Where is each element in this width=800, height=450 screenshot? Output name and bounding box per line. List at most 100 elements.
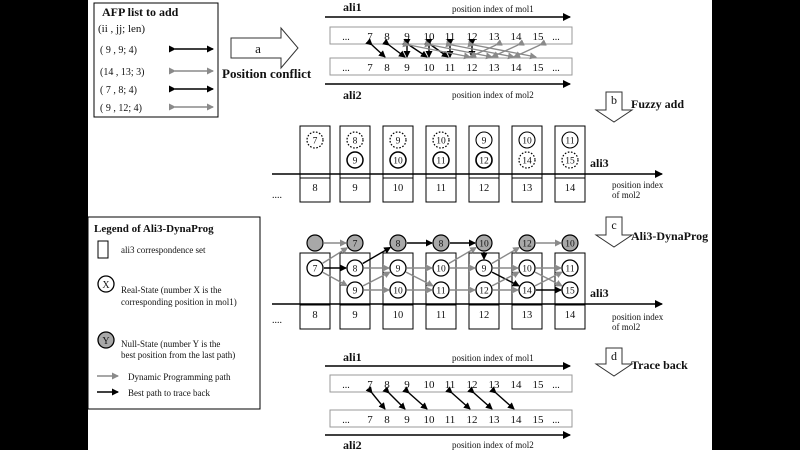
real-state (432, 131, 450, 149)
mol2-residue: 11 (445, 62, 456, 74)
mol2-residue: 15 (533, 414, 545, 426)
real-state (518, 259, 536, 277)
null-state-label: 7 (353, 240, 358, 250)
real-state-label: 8 (353, 265, 358, 275)
real-state-label: 11 (436, 157, 445, 167)
afp-title: AFP list to add (102, 5, 179, 19)
real-state-label: 10 (522, 137, 532, 147)
seq-ellipsis: ... (552, 415, 560, 426)
real-state (475, 131, 493, 149)
real-state-label: 9 (353, 157, 358, 167)
real-state (518, 151, 536, 169)
real-state-label: 12 (479, 157, 489, 167)
afp-row: ( 7 , 8; 4) (100, 85, 137, 96)
real-state (432, 281, 450, 299)
step-b-letter: b (611, 93, 617, 107)
trace-link (445, 386, 471, 410)
seq-ellipsis: ... (342, 380, 350, 391)
dp-path (362, 246, 392, 265)
mol1-residue: 10 (424, 379, 436, 391)
ali2-label: ali2 (343, 438, 362, 450)
legend-set-label: ali3 correspondence set (121, 245, 206, 255)
mol1-residue: 12 (467, 31, 478, 43)
mol2-residue: 11 (445, 414, 456, 426)
conflict-link (365, 38, 386, 58)
trace-link (382, 386, 406, 410)
mol2-index: 11 (436, 310, 446, 321)
trace-link (365, 386, 386, 410)
null-state (432, 234, 450, 252)
null-state-label: 10 (479, 240, 489, 250)
afp-row: (14 , 13; 3) (100, 67, 144, 78)
mol2-residue: 12 (467, 414, 478, 426)
mol2-residue: 8 (384, 62, 390, 74)
legend-best-path: Best path to trace back (128, 388, 210, 398)
real-state-label: 10 (393, 287, 403, 297)
mol2-index: 9 (352, 310, 357, 321)
real-state-label: 15 (565, 287, 575, 297)
real-state (306, 131, 324, 149)
ali3-label: ali3 (590, 286, 609, 300)
null-state-label: 12 (522, 240, 532, 250)
dp-path (362, 271, 391, 287)
step-b-arrow-icon: b (594, 91, 634, 123)
real-state (432, 151, 450, 169)
null-state (518, 234, 536, 252)
dp-path (491, 271, 520, 287)
pos-mol1-label: position index of mol1 (452, 4, 534, 14)
seq-ellipsis: ... (552, 63, 560, 74)
step-c-arrow-icon: c (594, 216, 634, 248)
mol2-index: 8 (312, 310, 317, 321)
ali3-ellipsis: .... (272, 315, 282, 326)
dp-path (322, 247, 349, 264)
null-state (475, 234, 493, 252)
legend-set-swatch (97, 240, 109, 259)
mol2-residue: 8 (384, 414, 390, 426)
trace-link (489, 386, 515, 410)
mol2-index: 9 (352, 183, 357, 194)
alignment-diagram: AFP list to add (ii , jj; len) ( 9 , 9; … (88, 0, 708, 450)
real-state (346, 259, 364, 277)
dp-path (448, 246, 478, 265)
step-d-caption: Trace back (631, 358, 688, 372)
mol2-index: 8 (312, 183, 317, 194)
real-state (389, 151, 407, 169)
afp-list-box: AFP list to add (ii , jj; len) ( 9 , 9; … (93, 2, 219, 118)
trace-link (467, 386, 493, 410)
real-state (346, 281, 364, 299)
real-state-label: 7 (313, 137, 318, 147)
real-state-label: 10 (393, 157, 403, 167)
legend-null-symbol: Y (102, 336, 109, 347)
mol1-residue: 8 (384, 379, 390, 391)
null-state-label: 8 (439, 240, 444, 250)
ali3-ellipsis: .... (272, 190, 282, 201)
mol2-residue: 12 (467, 62, 478, 74)
real-state (475, 151, 493, 169)
mol1-residue: 13 (489, 31, 501, 43)
legend-dp-path: Dynamic Programming path (128, 372, 231, 382)
ali1-ali2-section: ali1 position index of mol1 ali2 positio… (325, 0, 573, 102)
afp-row: ( 9 , 9; 4) (100, 45, 137, 56)
real-state-label: 7 (313, 265, 318, 275)
mol2-index: 13 (522, 183, 533, 194)
null-state (346, 234, 364, 252)
real-state-label: 10 (436, 265, 446, 275)
real-state (389, 131, 407, 149)
real-state-label: 9 (396, 137, 401, 147)
dp-path (405, 271, 434, 287)
legend-real-line2: corresponding position in mol1) (121, 297, 237, 307)
real-state (306, 259, 324, 277)
dp-path (322, 271, 348, 287)
ali1-label: ali1 (343, 350, 362, 364)
legend-null-line2: best position from the last path) (121, 350, 235, 360)
trace-link (402, 386, 428, 410)
mol2-index: 12 (479, 183, 490, 194)
legend-real-state-swatch (97, 275, 115, 293)
dp-path (491, 246, 521, 265)
null-state (306, 234, 324, 252)
seq-ellipsis: ... (552, 380, 560, 391)
real-state-label: 14 (522, 287, 532, 297)
mol1-residue: 15 (533, 379, 545, 391)
ali2-label: ali2 (343, 88, 362, 102)
